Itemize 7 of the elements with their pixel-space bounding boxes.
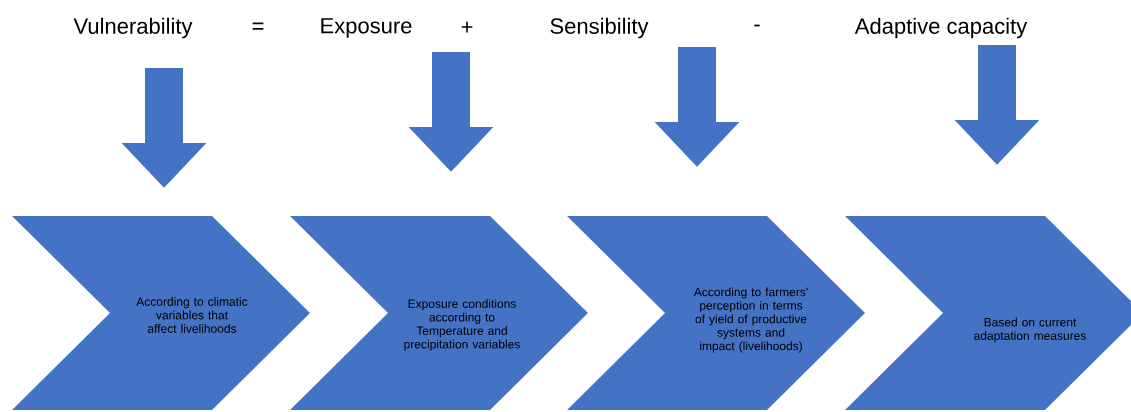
equation-term: Exposure [321, 18, 412, 38]
equation-term: Sensibility [550, 17, 649, 39]
operator-symbol: + [461, 21, 473, 33]
equation-term: Vulnerability [73, 17, 193, 39]
equation-term: Adaptive capacity [854, 17, 1028, 39]
operator-symbol: - [754, 24, 760, 27]
operator-symbol: = [252, 22, 264, 30]
